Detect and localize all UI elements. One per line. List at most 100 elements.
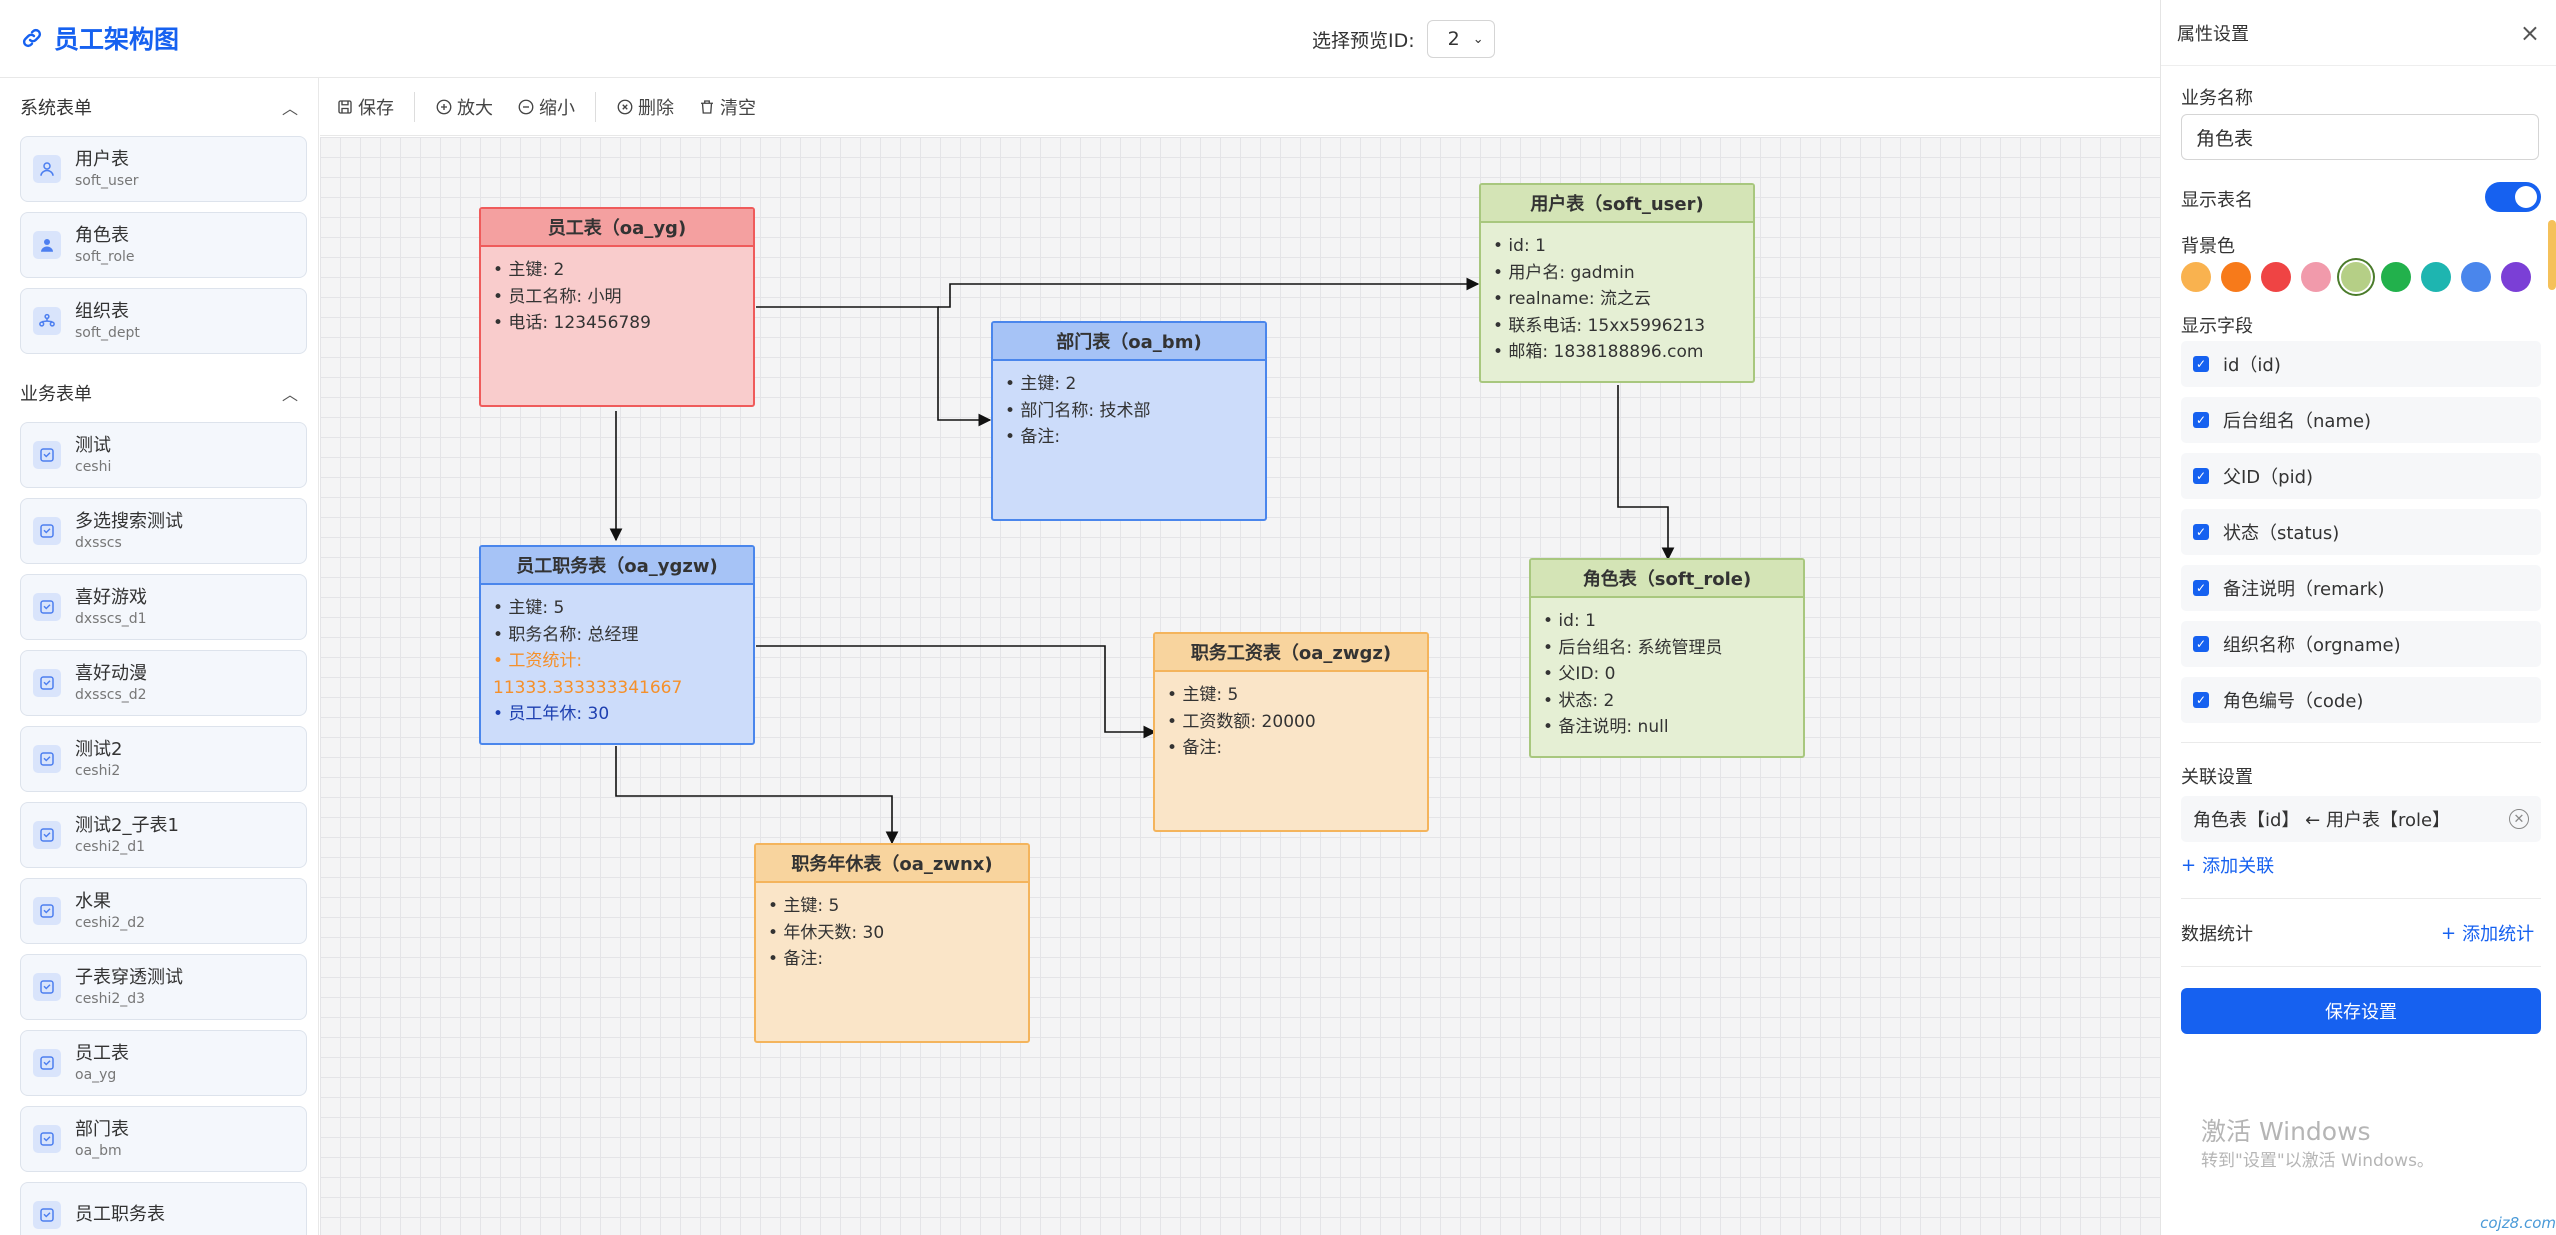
salary-stat-field: • 工资统计: 11333.333333341667 <box>493 651 683 698</box>
node-field: • 联系电话: 15xx5996213 <box>1493 315 1706 336</box>
display-field-item[interactable]: ✓ 状态（status) <box>2181 509 2541 555</box>
node-field: • 后台组名: 系统管理员 <box>1543 637 1723 658</box>
sidebar-item-label: 组织表 <box>75 301 129 323</box>
clear-button[interactable]: 清空 <box>698 94 756 120</box>
node-oa-zwgz[interactable]: 职务工资表（oa_zwgz) • 主键: 5 • 工资数额: 20000 • 备… <box>1153 632 1429 832</box>
color-swatch[interactable] <box>2181 262 2211 292</box>
sidebar-item[interactable]: 员工职务表 <box>20 1182 307 1235</box>
edge-ygzw-zwgz <box>756 645 1157 739</box>
business-forms-header[interactable]: 业务表单 ︿ <box>0 364 318 422</box>
diagram-canvas[interactable]: 员工表（oa_yg) • 主键: 2 • 员工名称: 小明 • 电话: 1234… <box>320 137 2160 1235</box>
site-watermark: cojz8.com <box>2480 1214 2556 1232</box>
save-settings-button[interactable]: 保存设置 <box>2181 988 2541 1034</box>
system-forms-title: 系统表单 <box>20 98 92 119</box>
checkbox-checked-icon[interactable]: ✓ <box>2193 412 2209 428</box>
color-swatch[interactable] <box>2261 262 2291 292</box>
add-relation-button[interactable]: + 添加关联 <box>2181 852 2274 878</box>
sidebar-item-label: 测试 <box>75 435 111 457</box>
color-swatch[interactable] <box>2421 262 2451 292</box>
show-table-name-toggle[interactable] <box>2485 182 2541 212</box>
chevron-down-icon: ⌄ <box>1472 31 1484 47</box>
add-stat-button[interactable]: + 添加统计 <box>2441 920 2534 946</box>
checkbox-checked-icon[interactable]: ✓ <box>2193 692 2209 708</box>
sidebar-item-code: ceshi <box>75 458 112 475</box>
close-circle-icon <box>617 99 633 114</box>
node-oa-ygzw[interactable]: 员工职务表（oa_ygzw) • 主键: 5 • 职务名称: 总经理 • 工资统… <box>479 545 755 745</box>
sidebar-item-text: 员工职务表 <box>75 1203 165 1226</box>
node-field: • 员工年休: 30 <box>493 704 610 724</box>
zoom-in-icon <box>436 99 452 114</box>
form-icon <box>33 441 61 469</box>
node-field: • 父ID: 0 <box>1543 664 1616 684</box>
display-field-item[interactable]: ✓组织名称（orgname) <box>2181 621 2541 667</box>
form-icon <box>33 593 61 621</box>
close-icon[interactable]: × <box>2519 18 2540 47</box>
display-field-item[interactable]: ✓父ID（pid) <box>2181 453 2541 499</box>
checkbox-checked-icon[interactable]: ✓ <box>2193 580 2209 596</box>
color-swatch[interactable] <box>2221 262 2251 292</box>
show-table-name-label: 显示表名 <box>2181 190 2253 211</box>
bg-color-label: 背景色 <box>2181 236 2235 257</box>
system-forms-header[interactable]: 系统表单 ︿ <box>0 78 318 136</box>
node-field: • 主键: 5 <box>1167 685 1239 705</box>
display-field-label: 状态（status) <box>2223 523 2340 544</box>
display-field-item[interactable]: ✓后台组名（name) <box>2181 397 2541 443</box>
delete-button[interactable]: 删除 <box>616 94 674 120</box>
display-field-item[interactable]: ✓备注说明（remark) <box>2181 565 2541 611</box>
node-field: • 备注: <box>768 949 824 969</box>
checkbox-checked-icon[interactable]: ✓ <box>2193 468 2209 484</box>
node-soft-user[interactable]: 用户表（soft_user) • id: 1 • 用户名: gadmin • r… <box>1479 183 1755 383</box>
sidebar-item-code: dxsscs_d2 <box>75 686 147 703</box>
color-swatch[interactable] <box>2501 262 2531 292</box>
node-oa-zwnx[interactable]: 职务年休表（oa_zwnx) • 主键: 5 • 年休天数: 30 • 备注: <box>754 843 1030 1043</box>
sidebar-item-code: dxsscs_d1 <box>75 610 147 627</box>
canvas-toolbar: 保存 放大 缩小 删除 清空 <box>320 78 2160 136</box>
form-icon <box>33 745 61 773</box>
zoom-in-label: 放大 <box>457 97 493 119</box>
color-swatch[interactable] <box>2301 262 2331 292</box>
save-button[interactable]: 保存 <box>336 94 394 120</box>
checkbox-checked-icon[interactable]: ✓ <box>2193 356 2209 372</box>
node-field: • id: 1 <box>1493 236 1546 256</box>
form-icon <box>33 1201 61 1229</box>
color-swatch[interactable] <box>2381 262 2411 292</box>
zoom-out-button[interactable]: 缩小 <box>517 94 575 120</box>
node-oa-bm[interactable]: 部门表（oa_bm) • 主键: 2 • 部门名称: 技术部 • 备注: <box>991 321 1267 521</box>
checkbox-checked-icon[interactable]: ✓ <box>2193 524 2209 540</box>
zoom-in-button[interactable]: 放大 <box>435 94 493 120</box>
display-field-item[interactable]: ✓id（id) <box>2181 341 2541 387</box>
sidebar-item-label: 测试2 <box>75 739 123 761</box>
display-field-item[interactable]: ✓角色编号（code) <box>2181 677 2541 723</box>
color-swatch[interactable] <box>2341 262 2371 292</box>
node-title: 部门表（oa_bm) <box>993 323 1265 361</box>
remove-relation-icon[interactable]: ✕ <box>2509 809 2529 829</box>
chevron-up-icon: ︿ <box>281 385 298 404</box>
node-soft-role[interactable]: 角色表（soft_role) • id: 1 • 后台组名: 系统管理员 • 父… <box>1529 558 1805 758</box>
sidebar-item-label: 子表穿透测试 <box>75 967 183 989</box>
business-name-input[interactable]: 角色表 <box>2181 114 2539 160</box>
preview-id-select[interactable]: 2 ⌄ <box>1426 20 1495 58</box>
panel-scrollbar[interactable] <box>2548 220 2556 290</box>
color-swatch[interactable] <box>2461 262 2491 292</box>
trash-icon <box>701 99 713 114</box>
sidebar-item-code: oa_yg <box>75 1066 117 1083</box>
sidebar-item-label: 员工表 <box>75 1043 129 1065</box>
node-title: 员工职务表（oa_ygzw) <box>481 547 753 585</box>
node-title: 角色表（soft_role) <box>1531 560 1803 598</box>
node-oa-yg[interactable]: 员工表（oa_yg) • 主键: 2 • 员工名称: 小明 • 电话: 1234… <box>479 207 755 407</box>
checkbox-checked-icon[interactable]: ✓ <box>2193 636 2209 652</box>
